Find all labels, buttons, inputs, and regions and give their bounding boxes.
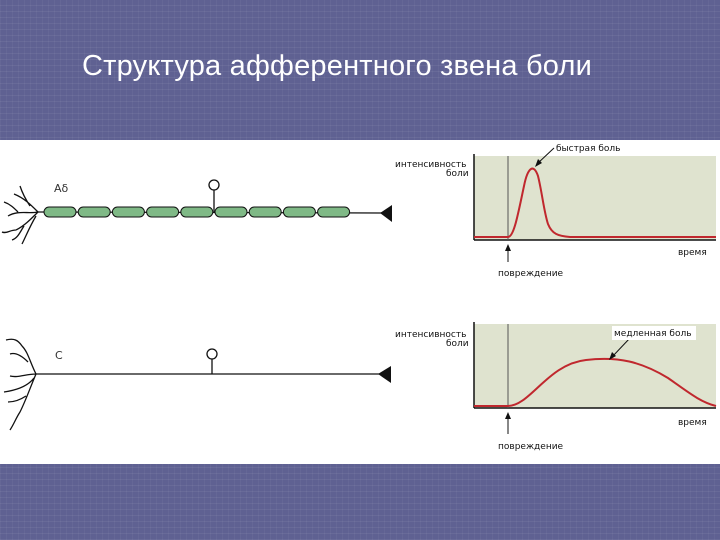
annotation-arrowhead: [535, 159, 542, 167]
myelin-segment: [111, 206, 145, 218]
event-injury-label: повреждение: [498, 442, 564, 452]
axon-terminal-arrow: [380, 205, 392, 222]
annotation-arrow: [611, 337, 631, 358]
myelin-segment: [146, 206, 180, 218]
nerve-ending-branches: [3, 338, 37, 431]
myelin-segment: [282, 206, 316, 218]
nerve-ending-branches: [1, 185, 39, 245]
ylabel-line1: интенсивность: [395, 160, 466, 170]
myelin-segment: [43, 206, 77, 218]
annotation-arrowhead: [609, 352, 616, 360]
myelin-segment: [214, 206, 248, 218]
annotation-backdrop: [612, 326, 696, 340]
ylabel-line2: боли: [446, 339, 469, 349]
slide-title: Структура афферентного звена боли: [82, 50, 592, 82]
fast-pain-curve: [474, 167, 716, 238]
myelin-segment: [77, 206, 111, 218]
fiber-label-c: C: [55, 349, 63, 362]
graph-fast-pain: быстрая боль интенсивность боли время по…: [395, 144, 716, 279]
diagram-panel: Aδ C быстрая боль интенсивность боли вре…: [0, 140, 720, 464]
axon-terminal-arrow: [378, 366, 391, 383]
myelin-segment: [180, 206, 214, 218]
annotation-fast-pain: быстрая боль: [556, 144, 620, 154]
pain-pathway-diagram: Aδ C быстрая боль интенсивность боли вре…: [1, 144, 717, 452]
myelin-sheath: [43, 206, 351, 218]
myelin-segment: [248, 206, 282, 218]
fiber-label-a-delta: Aδ: [54, 182, 69, 195]
xlabel-time: время: [678, 248, 707, 258]
collateral-knob: [208, 179, 220, 191]
annotation-slow-pain: медленная боль: [614, 329, 692, 339]
graph-slow-pain: медленная боль интенсивность боли время …: [395, 322, 717, 452]
injury-arrowhead: [505, 244, 511, 251]
event-injury-label: повреждение: [498, 269, 564, 279]
fiber-c: C: [3, 338, 391, 431]
injury-arrowhead: [505, 412, 511, 419]
slow-pain-curve: [474, 357, 717, 407]
ylabel-line1: интенсивность: [395, 330, 466, 340]
collateral-knob: [206, 348, 218, 360]
ylabel-line2: боли: [446, 169, 469, 179]
fiber-a-delta: Aδ: [1, 179, 392, 245]
myelin-segment: [317, 206, 351, 218]
xlabel-time: время: [678, 418, 707, 428]
plot-area: [474, 156, 716, 240]
